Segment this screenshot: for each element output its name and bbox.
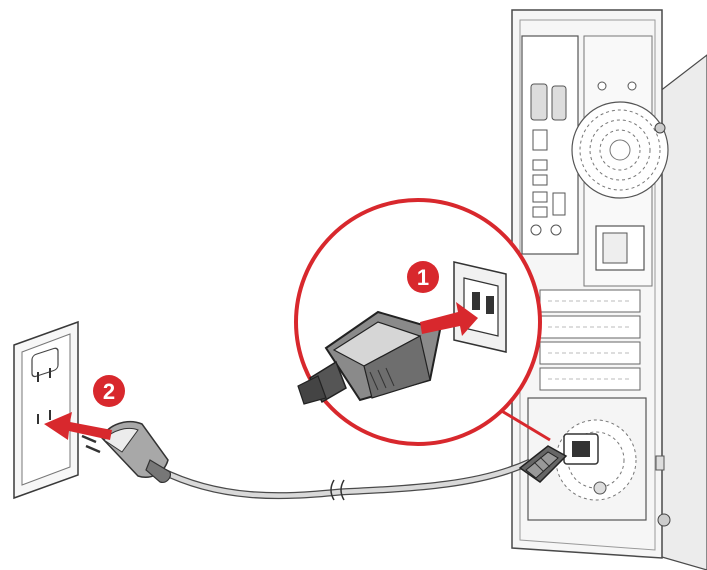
- zoom-callout: [294, 198, 551, 446]
- insert-arrow-1: [420, 302, 478, 336]
- step-1-number: 1: [417, 265, 429, 290]
- step-1-circle: [407, 261, 439, 293]
- step-2-circle: [93, 375, 125, 407]
- psu-connector: [518, 445, 568, 483]
- rear-fan-area: [571, 35, 669, 287]
- io-shield: [521, 35, 579, 255]
- power-cable: [158, 458, 532, 501]
- step-badge-1: 1: [407, 261, 439, 293]
- step-badge-2: 2: [93, 375, 125, 407]
- connector-detail: [297, 310, 442, 405]
- expansion-slots: [539, 289, 641, 391]
- wall-outlet: [13, 320, 79, 500]
- step-2-number: 2: [103, 379, 115, 404]
- wall-plug: [81, 420, 171, 483]
- insert-arrow-2: [44, 412, 112, 440]
- computer-tower: [511, 9, 707, 570]
